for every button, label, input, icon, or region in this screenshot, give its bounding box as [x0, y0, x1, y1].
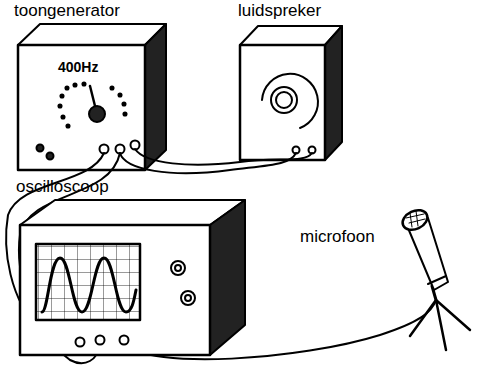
dial-value: 400Hz: [58, 60, 98, 75]
wires: [6, 149, 436, 363]
device-label: toongenerator: [14, 2, 120, 21]
device-label: luidspreker: [238, 2, 321, 21]
microphone: [399, 206, 470, 350]
device-label: oscilloscoop: [16, 178, 109, 197]
tone-generator: [18, 24, 166, 170]
loudspeaker: [240, 26, 342, 160]
oscilloscope: [20, 200, 245, 355]
device-label: microfoon: [300, 228, 375, 247]
